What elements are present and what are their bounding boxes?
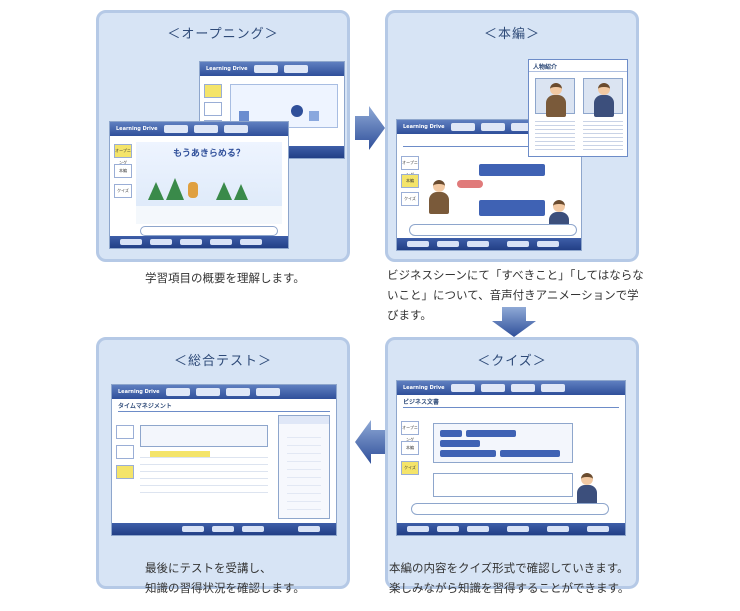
question-box: [140, 425, 268, 447]
main-caption: ビジネスシーンにて「すべきこと」「してはならな いこと」について、音声付きアニメ…: [387, 265, 647, 325]
opening-title: ＜オープニング＞: [167, 27, 279, 42]
character: [577, 473, 597, 507]
sidebar-label: 本編: [406, 178, 414, 183]
sidebar-item-opening[interactable]: オープニング: [401, 156, 419, 177]
sidebar-label: 本編: [406, 445, 414, 450]
popup-title: 人物紹介: [529, 60, 627, 72]
caption-line: ビジネスシーンにて「すべきこと」「してはならな: [387, 268, 644, 282]
test-title: ＜総合テスト＞: [173, 354, 272, 369]
caption-line: 最後にテストを受講し、: [145, 561, 272, 575]
question-status-list: [278, 415, 330, 519]
screen-heading: ビジネス文書: [403, 398, 619, 408]
sidebar-item-main[interactable]: 本編: [401, 174, 419, 188]
opening-big-text: もうあきらめる？: [173, 149, 245, 159]
illustration-area: [230, 84, 338, 128]
quiz-choices: [433, 423, 573, 463]
sidebar-item-main[interactable]: 本編: [114, 164, 132, 178]
sidebar-item[interactable]: [116, 445, 134, 459]
character-popup: 人物紹介: [528, 59, 628, 157]
sidebar-item-opening[interactable]: オープニング: [114, 144, 132, 165]
quiz-answer-box: [433, 473, 573, 497]
sidebar-item-quiz[interactable]: クイズ: [114, 184, 132, 198]
quiz-screen: Learning Drive ビジネス文書 オープニング 本編 クイズ: [396, 380, 626, 536]
sidebar-label: オープニング: [115, 148, 131, 165]
character: [546, 83, 566, 117]
sidebar-item[interactable]: [116, 465, 134, 479]
brand-label: Learning Drive: [403, 124, 445, 130]
sidebar-label: クイズ: [404, 465, 416, 470]
main-panel: ＜本編＞ Learning Drive オープニング 本編 クイズ 人物紹介: [385, 10, 639, 262]
sidebar-item[interactable]: [204, 102, 222, 116]
caption-line: いこと」について、音声付きアニメーションで学: [387, 288, 639, 302]
sidebar-item-quiz[interactable]: クイズ: [401, 192, 419, 206]
screen-heading: [403, 137, 575, 147]
main-title: ＜本編＞: [483, 27, 540, 42]
brand-label: Learning Drive: [206, 66, 248, 72]
test-screen: Learning Drive タイムマネジメント: [111, 384, 337, 536]
sidebar-item-main[interactable]: 本編: [401, 441, 419, 455]
opening-caption: 学習項目の概要を理解します。: [145, 268, 305, 288]
sidebar-label: オープニング: [402, 425, 418, 442]
caption-line: 本編の内容をクイズ形式で確認していきます。: [389, 561, 629, 575]
answer-list: [140, 451, 268, 497]
opening-front-screen: Learning Drive オープニング 本編 クイズ もうあきらめる？: [109, 121, 289, 249]
sidebar-label: クイズ: [404, 196, 416, 201]
content-box: [479, 164, 545, 176]
brand-label: Learning Drive: [403, 385, 445, 391]
brand-label: Learning Drive: [118, 389, 160, 395]
brand-label: Learning Drive: [116, 126, 158, 132]
quiz-caption: 本編の内容をクイズ形式で確認していきます。 楽しみながら知識を習得することができ…: [389, 558, 649, 598]
character: [594, 83, 614, 117]
sidebar-label: 本編: [119, 168, 127, 173]
caption-text: 学習項目の概要を理解します。: [145, 271, 305, 285]
arrow-right-icon: [355, 106, 385, 150]
test-panel: ＜総合テスト＞ Learning Drive タイムマネジメント: [96, 337, 350, 589]
opening-scene: もうあきらめる？: [136, 142, 282, 224]
quiz-title: ＜クイズ＞: [477, 354, 547, 369]
sidebar-label: クイズ: [117, 188, 129, 193]
sidebar-item[interactable]: [116, 425, 134, 439]
quiz-panel: ＜クイズ＞ Learning Drive ビジネス文書 オープニング 本編 クイ…: [385, 337, 639, 589]
arrow-down-icon: [492, 307, 536, 337]
sidebar-item[interactable]: [204, 84, 222, 98]
caption-line: 楽しみながら知識を習得することができます。: [389, 581, 630, 595]
sidebar-item-opening[interactable]: オープニング: [401, 421, 419, 442]
arrow-left-icon: [355, 420, 385, 464]
sidebar-item-quiz[interactable]: クイズ: [401, 461, 419, 475]
opening-panel: ＜オープニング＞ Learning Drive Learning Drive オ…: [96, 10, 350, 262]
content-box: [479, 200, 545, 216]
screen-heading: タイムマネジメント: [118, 402, 330, 412]
caption-line: びます。: [387, 308, 432, 322]
character: [429, 180, 449, 214]
test-caption: 最後にテストを受講し、 知識の習得状況を確認します。: [145, 558, 345, 598]
caption-line: 知識の習得状況を確認します。: [145, 581, 305, 595]
